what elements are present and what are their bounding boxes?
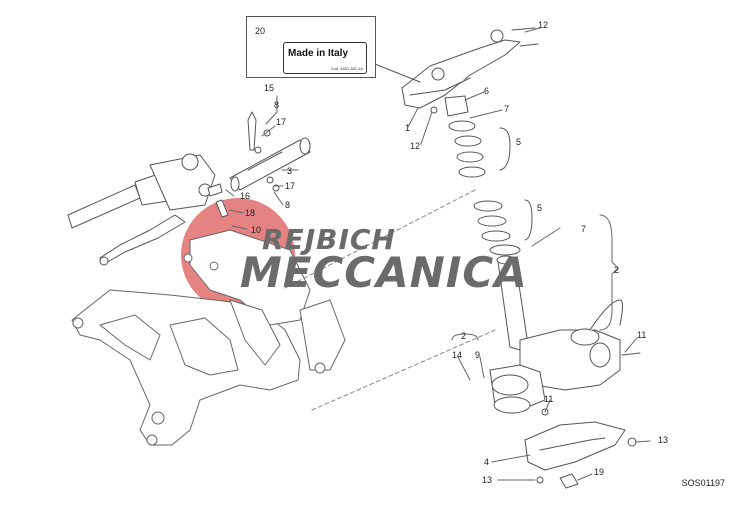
callout-19: 19 bbox=[594, 467, 605, 477]
callout-12b: 12 bbox=[410, 141, 421, 151]
callout-7b: 7 bbox=[581, 224, 587, 234]
callout-11b: 11 bbox=[544, 394, 554, 404]
steering-stem bbox=[489, 255, 641, 416]
callout-4: 4 bbox=[484, 457, 490, 467]
watermark-line-2: MECCANICA bbox=[240, 248, 528, 297]
callout-2a: 2 bbox=[614, 265, 620, 275]
clutch-lever-assembly bbox=[67, 153, 216, 266]
projection-lines bbox=[284, 189, 496, 411]
callout-12a: 12 bbox=[538, 20, 549, 30]
plate-text: Made in Italy bbox=[288, 48, 349, 59]
callout-7a: 7 bbox=[504, 104, 510, 114]
callout-5a: 5 bbox=[516, 137, 522, 147]
upper-bearings bbox=[444, 95, 511, 178]
callout-14: 14 bbox=[452, 350, 463, 360]
made-in-italy-label: Made in Italy Cod. 4851.481.1A bbox=[283, 42, 367, 74]
frame bbox=[71, 229, 346, 446]
made-in-italy-plate-callout: 20 Made in Italy Cod. 4851.481.1A bbox=[246, 16, 376, 78]
callout-9: 9 bbox=[475, 350, 481, 360]
callout-16: 16 bbox=[240, 191, 251, 201]
plate-code: Cod. 4851.481.1A bbox=[330, 66, 363, 71]
callout-10: 10 bbox=[251, 225, 262, 235]
callout-6: 6 bbox=[484, 86, 490, 96]
callout-2b: 2 bbox=[461, 331, 467, 341]
leader-lines bbox=[225, 27, 651, 481]
callout-8a: 8 bbox=[274, 100, 280, 110]
top-triple-clamp bbox=[401, 27, 539, 114]
callout-11a: 11 bbox=[637, 330, 647, 340]
callout-15: 15 bbox=[264, 83, 275, 93]
reference-code: SOS01197 bbox=[681, 478, 725, 488]
steering-cover bbox=[524, 421, 637, 489]
callout-20: 20 bbox=[255, 26, 266, 36]
callout-17b: 17 bbox=[285, 181, 296, 191]
callout-17a: 17 bbox=[276, 117, 287, 127]
callout-3: 3 bbox=[287, 166, 293, 176]
callout-18: 18 bbox=[245, 208, 256, 218]
watermark-line-1: REJBICH bbox=[262, 223, 396, 256]
callout-13b: 13 bbox=[482, 475, 493, 485]
callout-13a: 13 bbox=[658, 435, 669, 445]
callout-1: 1 bbox=[405, 123, 411, 133]
callout-5b: 5 bbox=[537, 203, 543, 213]
lower-bearings bbox=[473, 199, 533, 256]
callout-8b: 8 bbox=[285, 200, 291, 210]
